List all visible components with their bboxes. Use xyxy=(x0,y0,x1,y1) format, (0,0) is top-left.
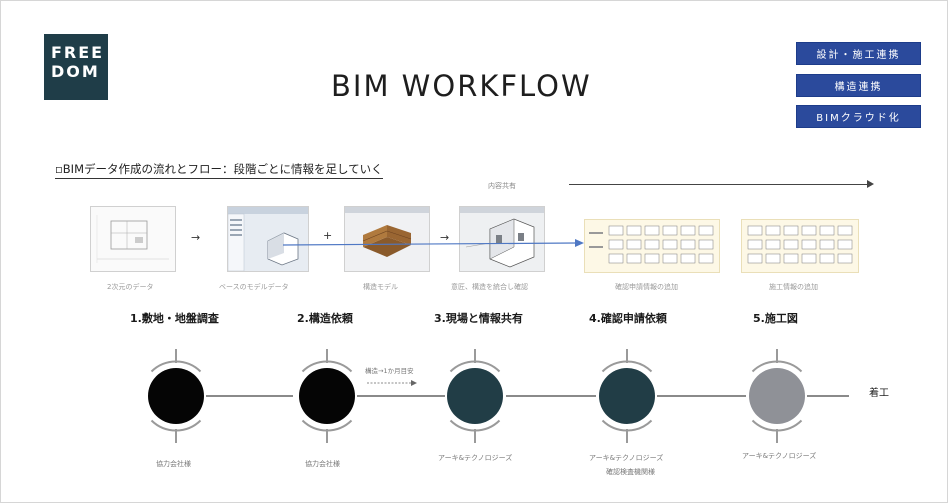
node-3-org: アーキ&テクノロジーズ xyxy=(438,454,513,462)
node-disc xyxy=(299,368,355,424)
operator-arrow-2: → xyxy=(440,231,450,244)
caption-construction-info: 施工情報の追加 xyxy=(769,283,818,291)
node-disc xyxy=(447,368,503,424)
step-5-construction-drawing: 5.施工図 xyxy=(753,312,798,325)
tag-bim-cloud: BIMクラウド化 xyxy=(796,105,921,128)
operator-arrow-1: → xyxy=(191,231,201,244)
workflow-timeline xyxy=(148,349,849,443)
node-1-org: 協力会社様 xyxy=(156,460,191,468)
node-4-org: アーキ&テクノロジーズ xyxy=(589,454,664,462)
share-label: 内容共有 xyxy=(488,182,516,190)
freedom-logo: FREE DOM xyxy=(44,34,108,100)
timeline-node-3 xyxy=(447,349,503,443)
section-subtitle: ▫BIMデータ作成の流れとフロー：段階ごとに情報を足していく xyxy=(55,161,383,179)
timeline-node-1 xyxy=(148,349,204,443)
node-2-org: 協力会社様 xyxy=(305,460,340,468)
caption-2d-data: 2次元のデータ xyxy=(107,283,154,291)
thumbnail-2d-plan xyxy=(90,206,176,272)
node-disc xyxy=(148,368,204,424)
page-title: BIM WORKFLOW xyxy=(331,69,592,103)
timeline-nodes xyxy=(148,349,805,443)
progress-arrow-head xyxy=(867,180,874,188)
operator-plus: + xyxy=(323,229,333,242)
step-3-site-share: 3.現場と情報共有 xyxy=(434,312,523,325)
timeline-node-2 xyxy=(299,349,355,443)
logo-line-2: DOM xyxy=(51,62,100,81)
period-note: 構造→1か月目安 xyxy=(365,367,414,375)
timeline-node-4 xyxy=(599,349,655,443)
step-4-permit-request: 4.確認申請依頼 xyxy=(589,312,667,325)
step-2-structure-request: 2.構造依頼 xyxy=(297,312,353,325)
progress-arrow-line xyxy=(569,184,869,185)
step-1-site-survey: 1.敷地・地盤調査 xyxy=(130,312,219,325)
thumbnail-structure-model xyxy=(344,206,430,272)
node-5-org: アーキ&テクノロジーズ xyxy=(742,452,817,460)
logo-line-1: FREE xyxy=(51,43,105,62)
caption-permit-info: 確認申請情報の追加 xyxy=(615,283,678,291)
thumbnail-construction-sheets xyxy=(741,219,859,273)
construction-start-label: 着工 xyxy=(869,388,889,399)
node-disc xyxy=(749,368,805,424)
tag-structure: 構造連携 xyxy=(796,74,921,97)
thumbnail-permit-sheets xyxy=(584,219,720,273)
caption-structure-model: 構造モデル xyxy=(363,283,398,291)
tag-design-construction: 設計・施工連携 xyxy=(796,42,921,65)
thumbnail-base-model xyxy=(227,206,309,272)
node-4-org-extra: 確認検査機関様 xyxy=(606,468,655,476)
node-disc xyxy=(599,368,655,424)
timeline-node-5 xyxy=(749,349,805,443)
caption-base-model: ベースのモデルデータ xyxy=(219,283,289,291)
caption-integrated-check: 意匠、構造を統合し確認 xyxy=(451,283,528,291)
